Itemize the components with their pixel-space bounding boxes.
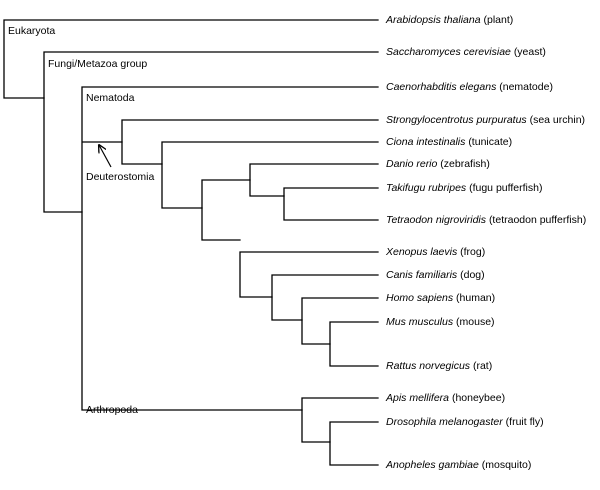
deuterostomia-arrow xyxy=(99,145,112,168)
branch-euarchontoglires xyxy=(301,297,379,345)
taxon-label: Rattus norvegicus (rat) xyxy=(386,360,493,372)
taxon-label: Saccharomyces cerevisiae (yeast) xyxy=(386,46,546,58)
taxon-label: Danio rerio (zebrafish) xyxy=(386,158,490,170)
clade-label-arthropoda: Arthropoda xyxy=(86,404,138,416)
taxon-label: Mus musculus (mouse) xyxy=(386,316,495,328)
taxon-label: Tetraodon nigroviridis (tetraodon puffer… xyxy=(386,214,587,226)
branch-deuterostomia xyxy=(121,119,379,165)
branch-rodentia xyxy=(329,321,379,367)
branch-vertebrata xyxy=(201,179,251,241)
branch-pufferfishes xyxy=(283,187,379,221)
branch-bilateria xyxy=(81,86,379,411)
taxon-label: Homo sapiens (human) xyxy=(386,292,496,304)
branch-diptera xyxy=(329,421,379,466)
clade-label-nematoda: Nematoda xyxy=(86,92,135,104)
branch-fungi-metazoa xyxy=(43,51,379,213)
clade-label-eukaryota: Eukaryota xyxy=(8,25,56,37)
branch-eukaryota xyxy=(3,19,379,99)
branch-chordata xyxy=(161,141,379,209)
branch-mammalia xyxy=(271,274,379,321)
taxon-label: Takifugu rubripes (fugu pufferfish) xyxy=(386,182,543,194)
clade-label-deuterostomia: Deuterostomia xyxy=(86,171,155,183)
branch-tetrapoda xyxy=(239,251,379,298)
clade-label-fungi-metazoa: Fungi/Metazoa group xyxy=(48,58,148,70)
taxon-label: Xenopus laevis (frog) xyxy=(386,246,486,258)
taxon-label: Anopheles gambiae (mosquito) xyxy=(386,459,532,471)
branch-fishes xyxy=(249,163,379,197)
branch-arthropoda xyxy=(301,397,379,443)
taxon-label: Strongylocentrotus purpuratus (sea urchi… xyxy=(386,114,586,126)
taxon-label: Arabidopsis thaliana (plant) xyxy=(386,14,514,26)
taxon-label: Canis familiaris (dog) xyxy=(386,269,485,281)
taxon-label: Apis mellifera (honeybee) xyxy=(386,392,506,404)
taxon-label: Caenorhabditis elegans (nematode) xyxy=(386,81,553,93)
taxon-label: Drosophila melanogaster (fruit fly) xyxy=(386,416,544,428)
taxon-label: Ciona intestinalis (tunicate) xyxy=(386,136,513,148)
